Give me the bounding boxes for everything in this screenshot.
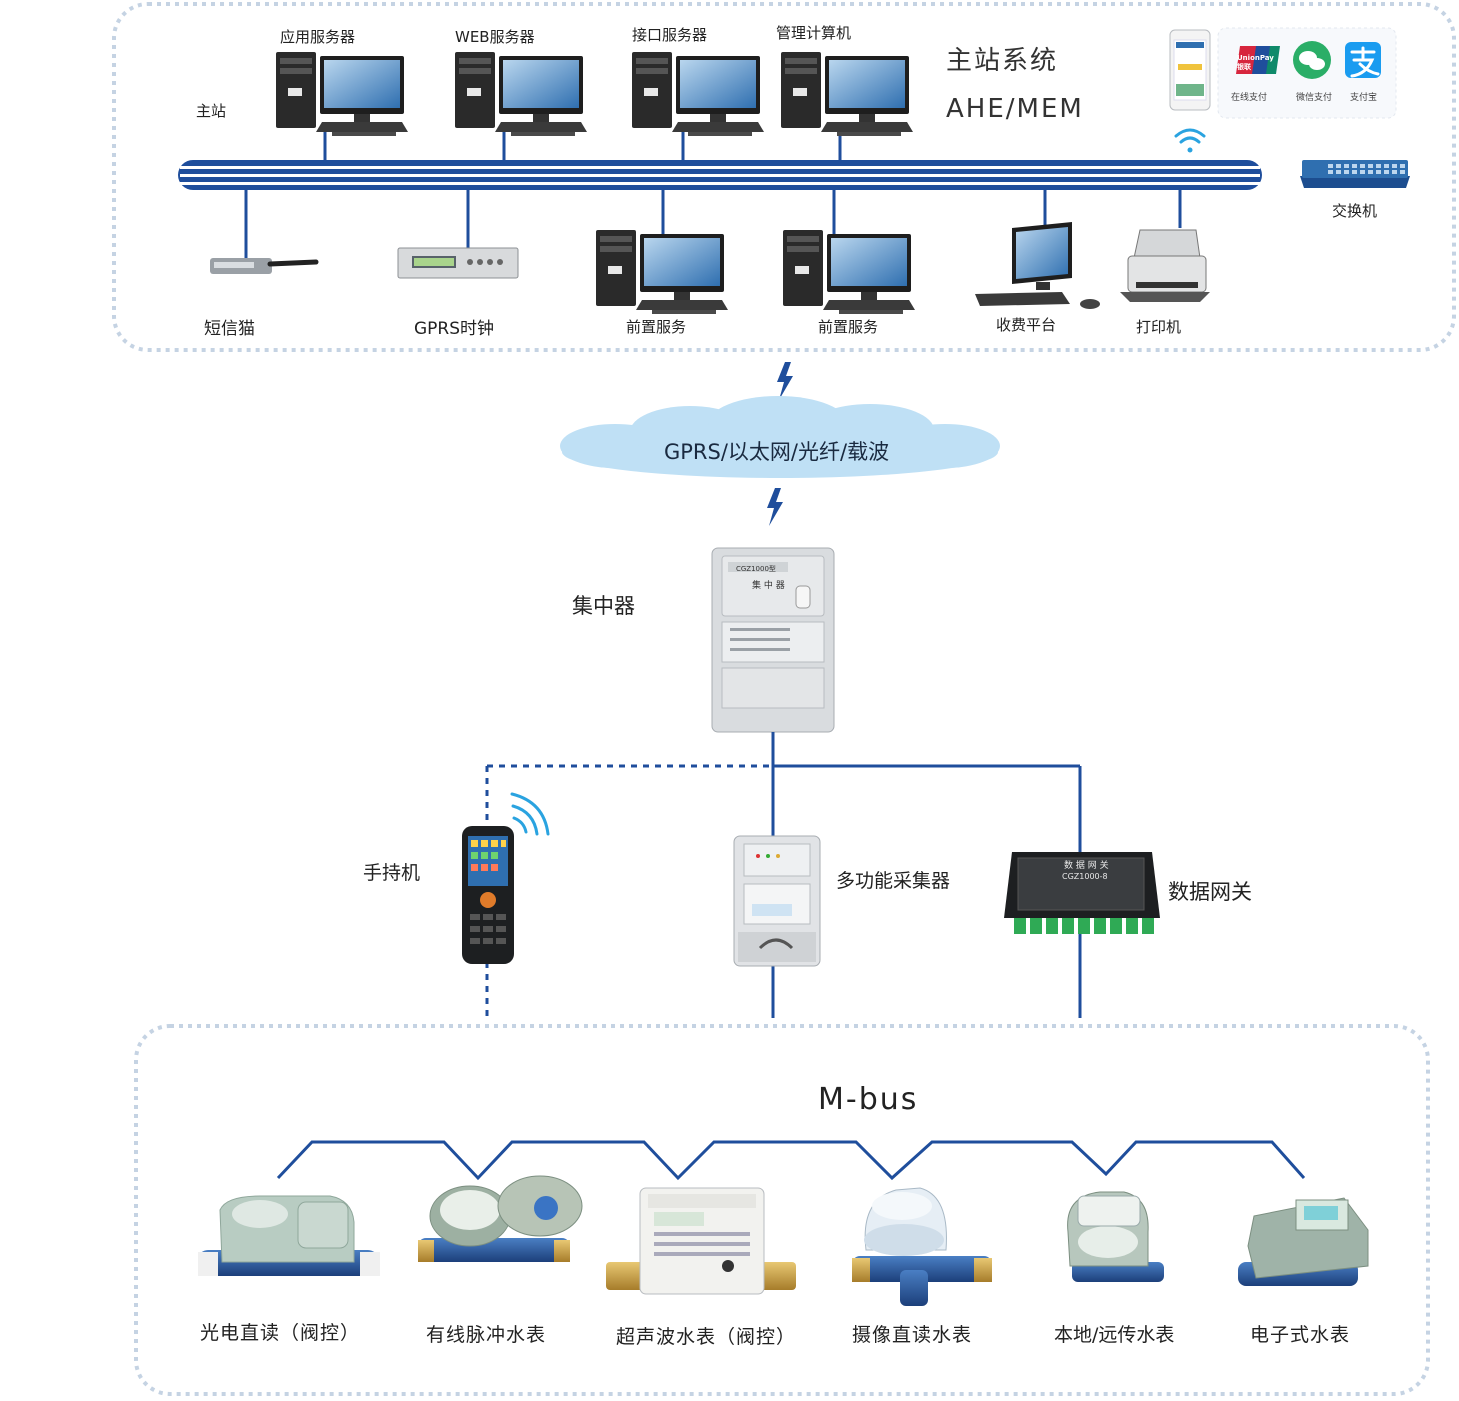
meter-pulse-label: 有线脉冲水表 bbox=[426, 1324, 547, 1346]
unionpay-logo-text: UnionPay 银联 bbox=[1237, 54, 1274, 71]
meter-electronic-label: 电子式水表 bbox=[1250, 1324, 1351, 1346]
handheld-wireless-link bbox=[485, 764, 773, 1022]
bus-links-bottom bbox=[244, 188, 1182, 258]
front-server-2-icon bbox=[783, 230, 915, 314]
sms-modem-label: 短信猫 bbox=[204, 319, 255, 339]
front-server-2-label: 前置服务 bbox=[818, 318, 879, 336]
meter-camera-icon bbox=[852, 1187, 992, 1306]
billing-terminal-icon bbox=[975, 222, 1100, 309]
web-server-icon bbox=[455, 52, 587, 136]
network-bus bbox=[178, 160, 1262, 190]
lightning-lower-icon bbox=[767, 488, 783, 526]
gprs-clock-label: GPRS时钟 bbox=[414, 319, 495, 339]
field-links bbox=[771, 732, 1082, 1018]
meter-remote-label: 本地/远传水表 bbox=[1054, 1324, 1175, 1346]
meter-camera-label: 摄像直读水表 bbox=[852, 1324, 973, 1346]
printer-icon bbox=[1120, 229, 1210, 302]
concentrator-label: 集中器 bbox=[572, 594, 635, 618]
app-server-label: 应用服务器 bbox=[280, 28, 356, 46]
wechat-pay-icon bbox=[1293, 41, 1331, 79]
concentrator-model-text: CGZ1000型 bbox=[736, 565, 776, 573]
alipay-label: 支付宝 bbox=[1350, 93, 1378, 103]
data-gateway-icon bbox=[1004, 852, 1160, 934]
gateway-label: 数据网关 bbox=[1168, 880, 1252, 904]
collector-label: 多功能采集器 bbox=[836, 870, 951, 892]
printer-label: 打印机 bbox=[1136, 318, 1182, 336]
web-server-label: WEB服务器 bbox=[455, 28, 535, 46]
mbus-frame bbox=[134, 1024, 1430, 1396]
gateway-name-text: 数 据 网 关 bbox=[1064, 861, 1109, 871]
mbus-label: M-bus bbox=[818, 1082, 919, 1117]
meter-ultrasonic-icon bbox=[606, 1187, 796, 1295]
billing-platform-label: 收费平台 bbox=[996, 316, 1057, 334]
front-server-1-icon bbox=[596, 230, 728, 314]
interface-server-label: 接口服务器 bbox=[632, 26, 708, 44]
signal-waves-icon bbox=[510, 792, 550, 836]
master-station-label: 主站 bbox=[196, 102, 227, 120]
meter-electronic-icon bbox=[1238, 1197, 1369, 1286]
concentrator-icon bbox=[711, 547, 835, 733]
meter-optical-label: 光电直读（阀控） bbox=[200, 1322, 361, 1344]
meter-ultrasonic-label: 超声波水表（阀控） bbox=[616, 1326, 797, 1348]
front-server-1-label: 前置服务 bbox=[626, 318, 687, 336]
mobile-phone-icon bbox=[1169, 29, 1211, 111]
management-computer-icon bbox=[781, 52, 913, 136]
interface-server-icon bbox=[632, 52, 764, 136]
bus-links-top bbox=[323, 130, 842, 162]
management-computer-label: 管理计算机 bbox=[776, 24, 852, 42]
sms-modem-icon bbox=[210, 258, 319, 274]
wifi-icon bbox=[1174, 128, 1206, 153]
meter-pulse-icon bbox=[418, 1175, 583, 1262]
handheld-label: 手持机 bbox=[363, 862, 421, 884]
switch-label: 交换机 bbox=[1332, 202, 1378, 220]
gateway-model-text: CGZ1000-8 bbox=[1062, 872, 1108, 881]
master-system-title: 主站系统 bbox=[946, 46, 1059, 76]
unionpay-icon bbox=[1236, 46, 1280, 74]
gprs-clock-icon bbox=[397, 247, 519, 279]
handheld-terminal-icon bbox=[462, 826, 514, 964]
alipay-icon bbox=[1345, 42, 1381, 78]
online-pay-label: 在线支付 bbox=[1231, 93, 1268, 103]
network-label: GPRS/以太网/光纤/载波 bbox=[664, 440, 890, 464]
app-server-icon bbox=[276, 52, 408, 136]
lightning-upper-icon bbox=[777, 362, 793, 400]
meter-optical-icon bbox=[198, 1195, 380, 1276]
switch-icon bbox=[1300, 160, 1410, 188]
network-cloud bbox=[560, 396, 1000, 478]
concentrator-name-text: 集 中 器 bbox=[752, 581, 785, 591]
wechat-pay-label: 微信支付 bbox=[1296, 93, 1333, 103]
collector-icon bbox=[733, 835, 821, 967]
master-system-subtitle: AHE/MEM bbox=[946, 94, 1084, 124]
meter-remote-icon bbox=[1067, 1191, 1164, 1282]
mbus-line bbox=[276, 1140, 1306, 1181]
